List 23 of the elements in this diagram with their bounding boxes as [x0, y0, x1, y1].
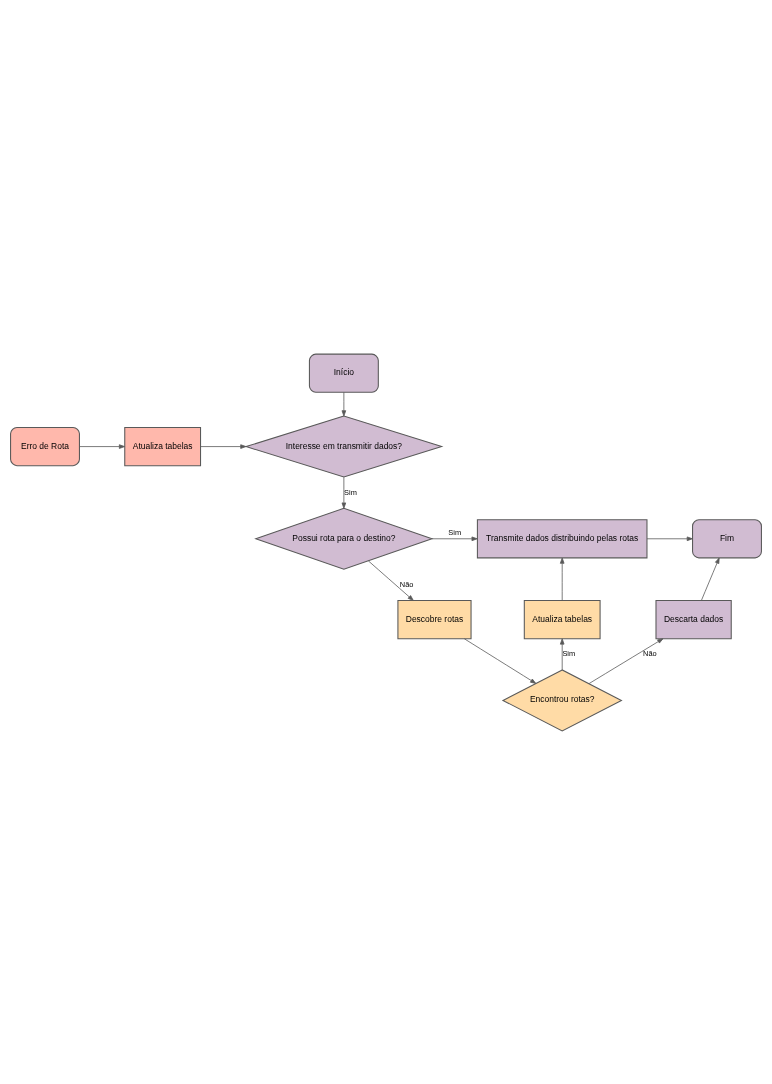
arrow	[79, 443, 126, 449]
arrow	[559, 557, 565, 601]
node-diamond: Interesse em transmitir dados?	[244, 415, 444, 478]
arrow	[701, 557, 720, 601]
node-box: Erro de Rota	[10, 426, 80, 466]
node-box: Início	[308, 353, 379, 393]
arrow	[646, 536, 693, 541]
arrow	[200, 443, 247, 449]
node-box: Descobre rotas	[397, 599, 472, 639]
arrow	[588, 637, 664, 684]
node-box: Descarta dados	[655, 599, 732, 639]
arrow	[431, 536, 478, 541]
node-diamond: Encontrou rotas?	[501, 668, 623, 731]
arrow	[559, 637, 565, 670]
node-box: Transmite dados distribuindo pelas rotas	[476, 518, 648, 558]
arrow	[341, 476, 347, 509]
arrow	[463, 637, 537, 684]
node-box: Atualiza tabelas	[523, 599, 601, 639]
node-diamond: Possui rota para o destino?	[254, 507, 434, 570]
node-box: Fim	[692, 518, 762, 558]
arrow	[341, 391, 347, 416]
arrow	[368, 560, 414, 601]
node-box: Atualiza tabelas	[124, 426, 202, 466]
